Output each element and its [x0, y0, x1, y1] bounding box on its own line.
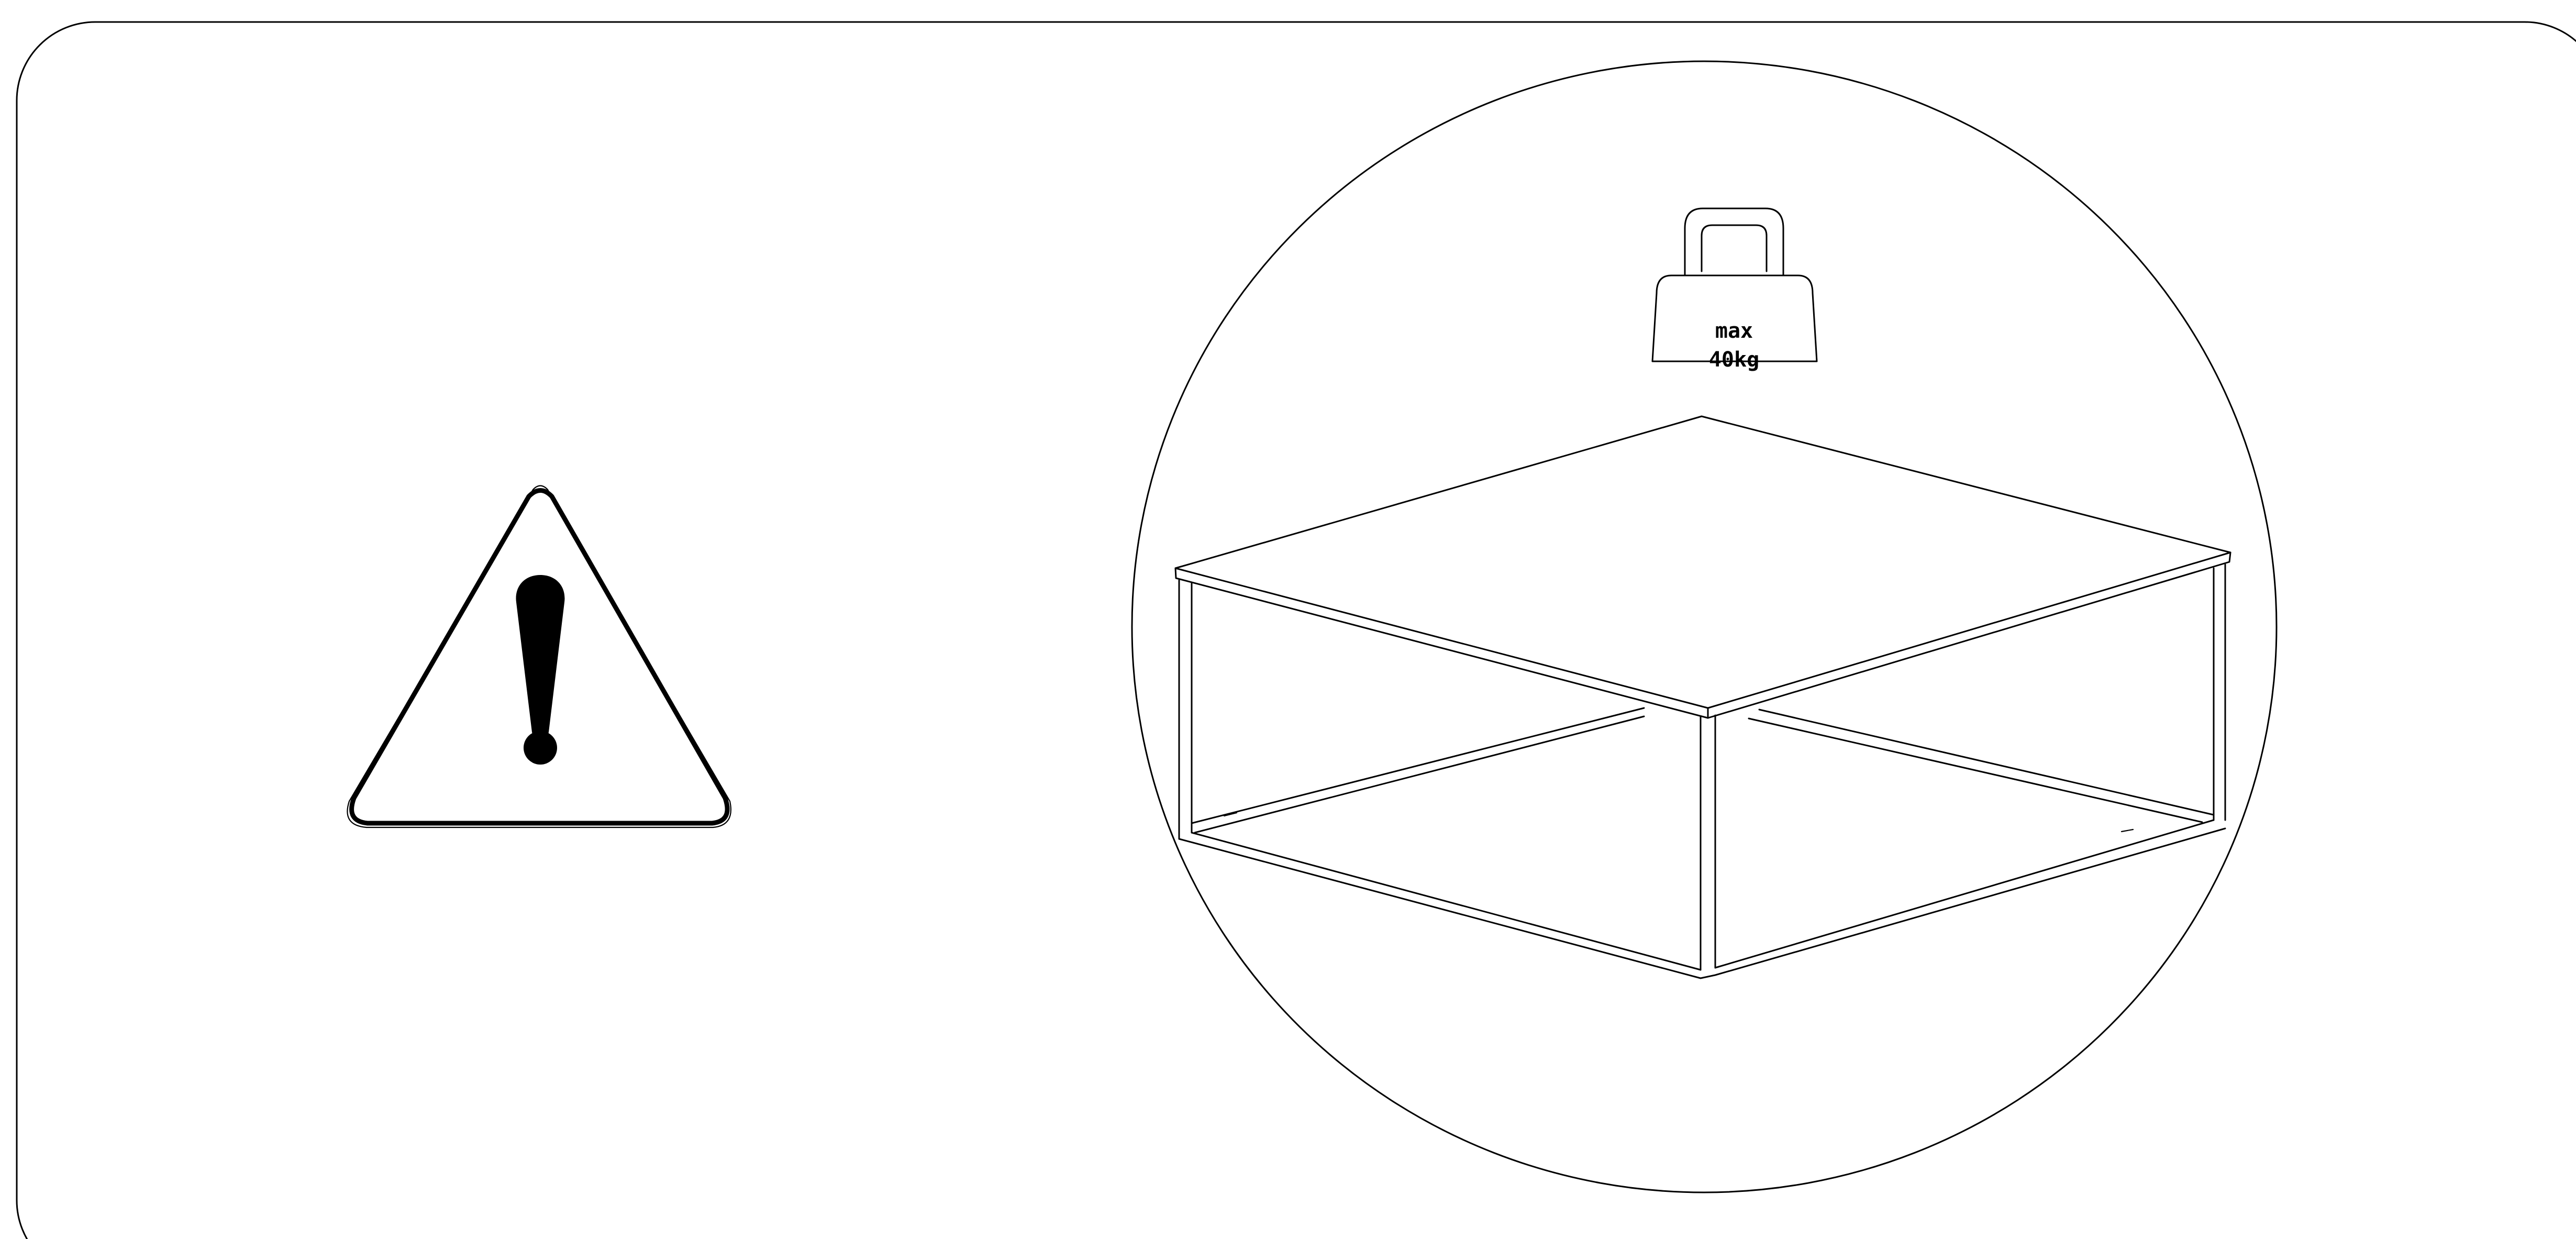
weight-icon: max 40kg [1651, 207, 1818, 372]
exclamation-dot [524, 731, 557, 765]
warning-icon [347, 485, 731, 828]
panel-border [16, 21, 2576, 1239]
weight-value: 40kg [1709, 348, 1759, 372]
weight-label: max [1715, 319, 1753, 343]
exclamation-bar [516, 575, 565, 739]
detail-circle [1131, 60, 2278, 1193]
table-illustration [1174, 415, 2231, 979]
